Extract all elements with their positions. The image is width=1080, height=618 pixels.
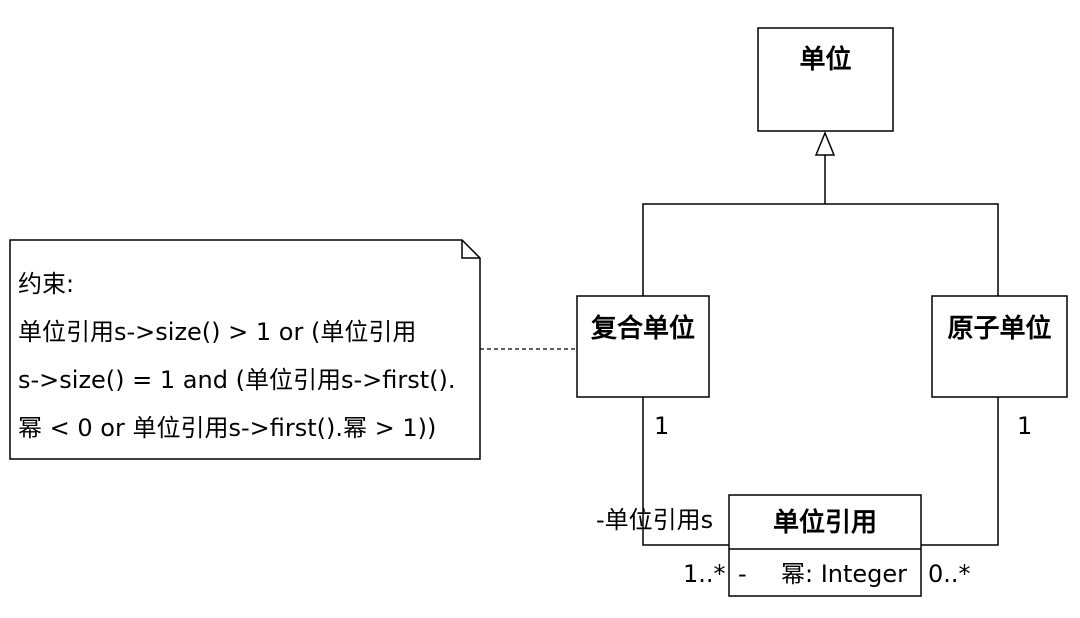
- unit-ref-class-name: 单位引用: [772, 508, 877, 538]
- note-line-3: s->size() = 1 and (单位引用s->first().: [18, 366, 456, 394]
- generalization-arrowhead: [814, 131, 836, 156]
- composite-unit-class-box: [576, 295, 710, 398]
- note-line-2: 单位引用s->size() > 1 or (单位引用: [18, 318, 417, 346]
- unit-ref-class-box: [728, 494, 922, 597]
- unit-class-name: 单位: [799, 45, 852, 75]
- note-line-1: 约束:: [18, 270, 75, 298]
- constraint-note-box: [9, 239, 481, 460]
- attribute-power: 幂: Integer: [781, 560, 908, 588]
- composite-association-line: [642, 397, 729, 546]
- composite-multiplicity: 1: [654, 412, 670, 440]
- attribute-visibility: -: [738, 560, 747, 588]
- generalization-line: [642, 203, 999, 296]
- unit-class-box: [757, 27, 894, 132]
- atomic-unit-class-name: 原子单位: [947, 314, 1052, 344]
- composite-unit-class-name: 复合单位: [590, 314, 695, 344]
- role-name: -单位引用s: [596, 506, 714, 534]
- ref-multiplicity-right: 0..*: [928, 560, 971, 588]
- atomic-association-line: [921, 397, 999, 546]
- atomic-multiplicity: 1: [1017, 412, 1033, 440]
- note-line-4: 幂 < 0 or 单位引用s->first().幂 > 1)): [18, 414, 437, 442]
- ref-multiplicity-left: 1..*: [683, 560, 726, 588]
- atomic-unit-class-box: [931, 295, 1068, 398]
- note-fold: [461, 240, 480, 259]
